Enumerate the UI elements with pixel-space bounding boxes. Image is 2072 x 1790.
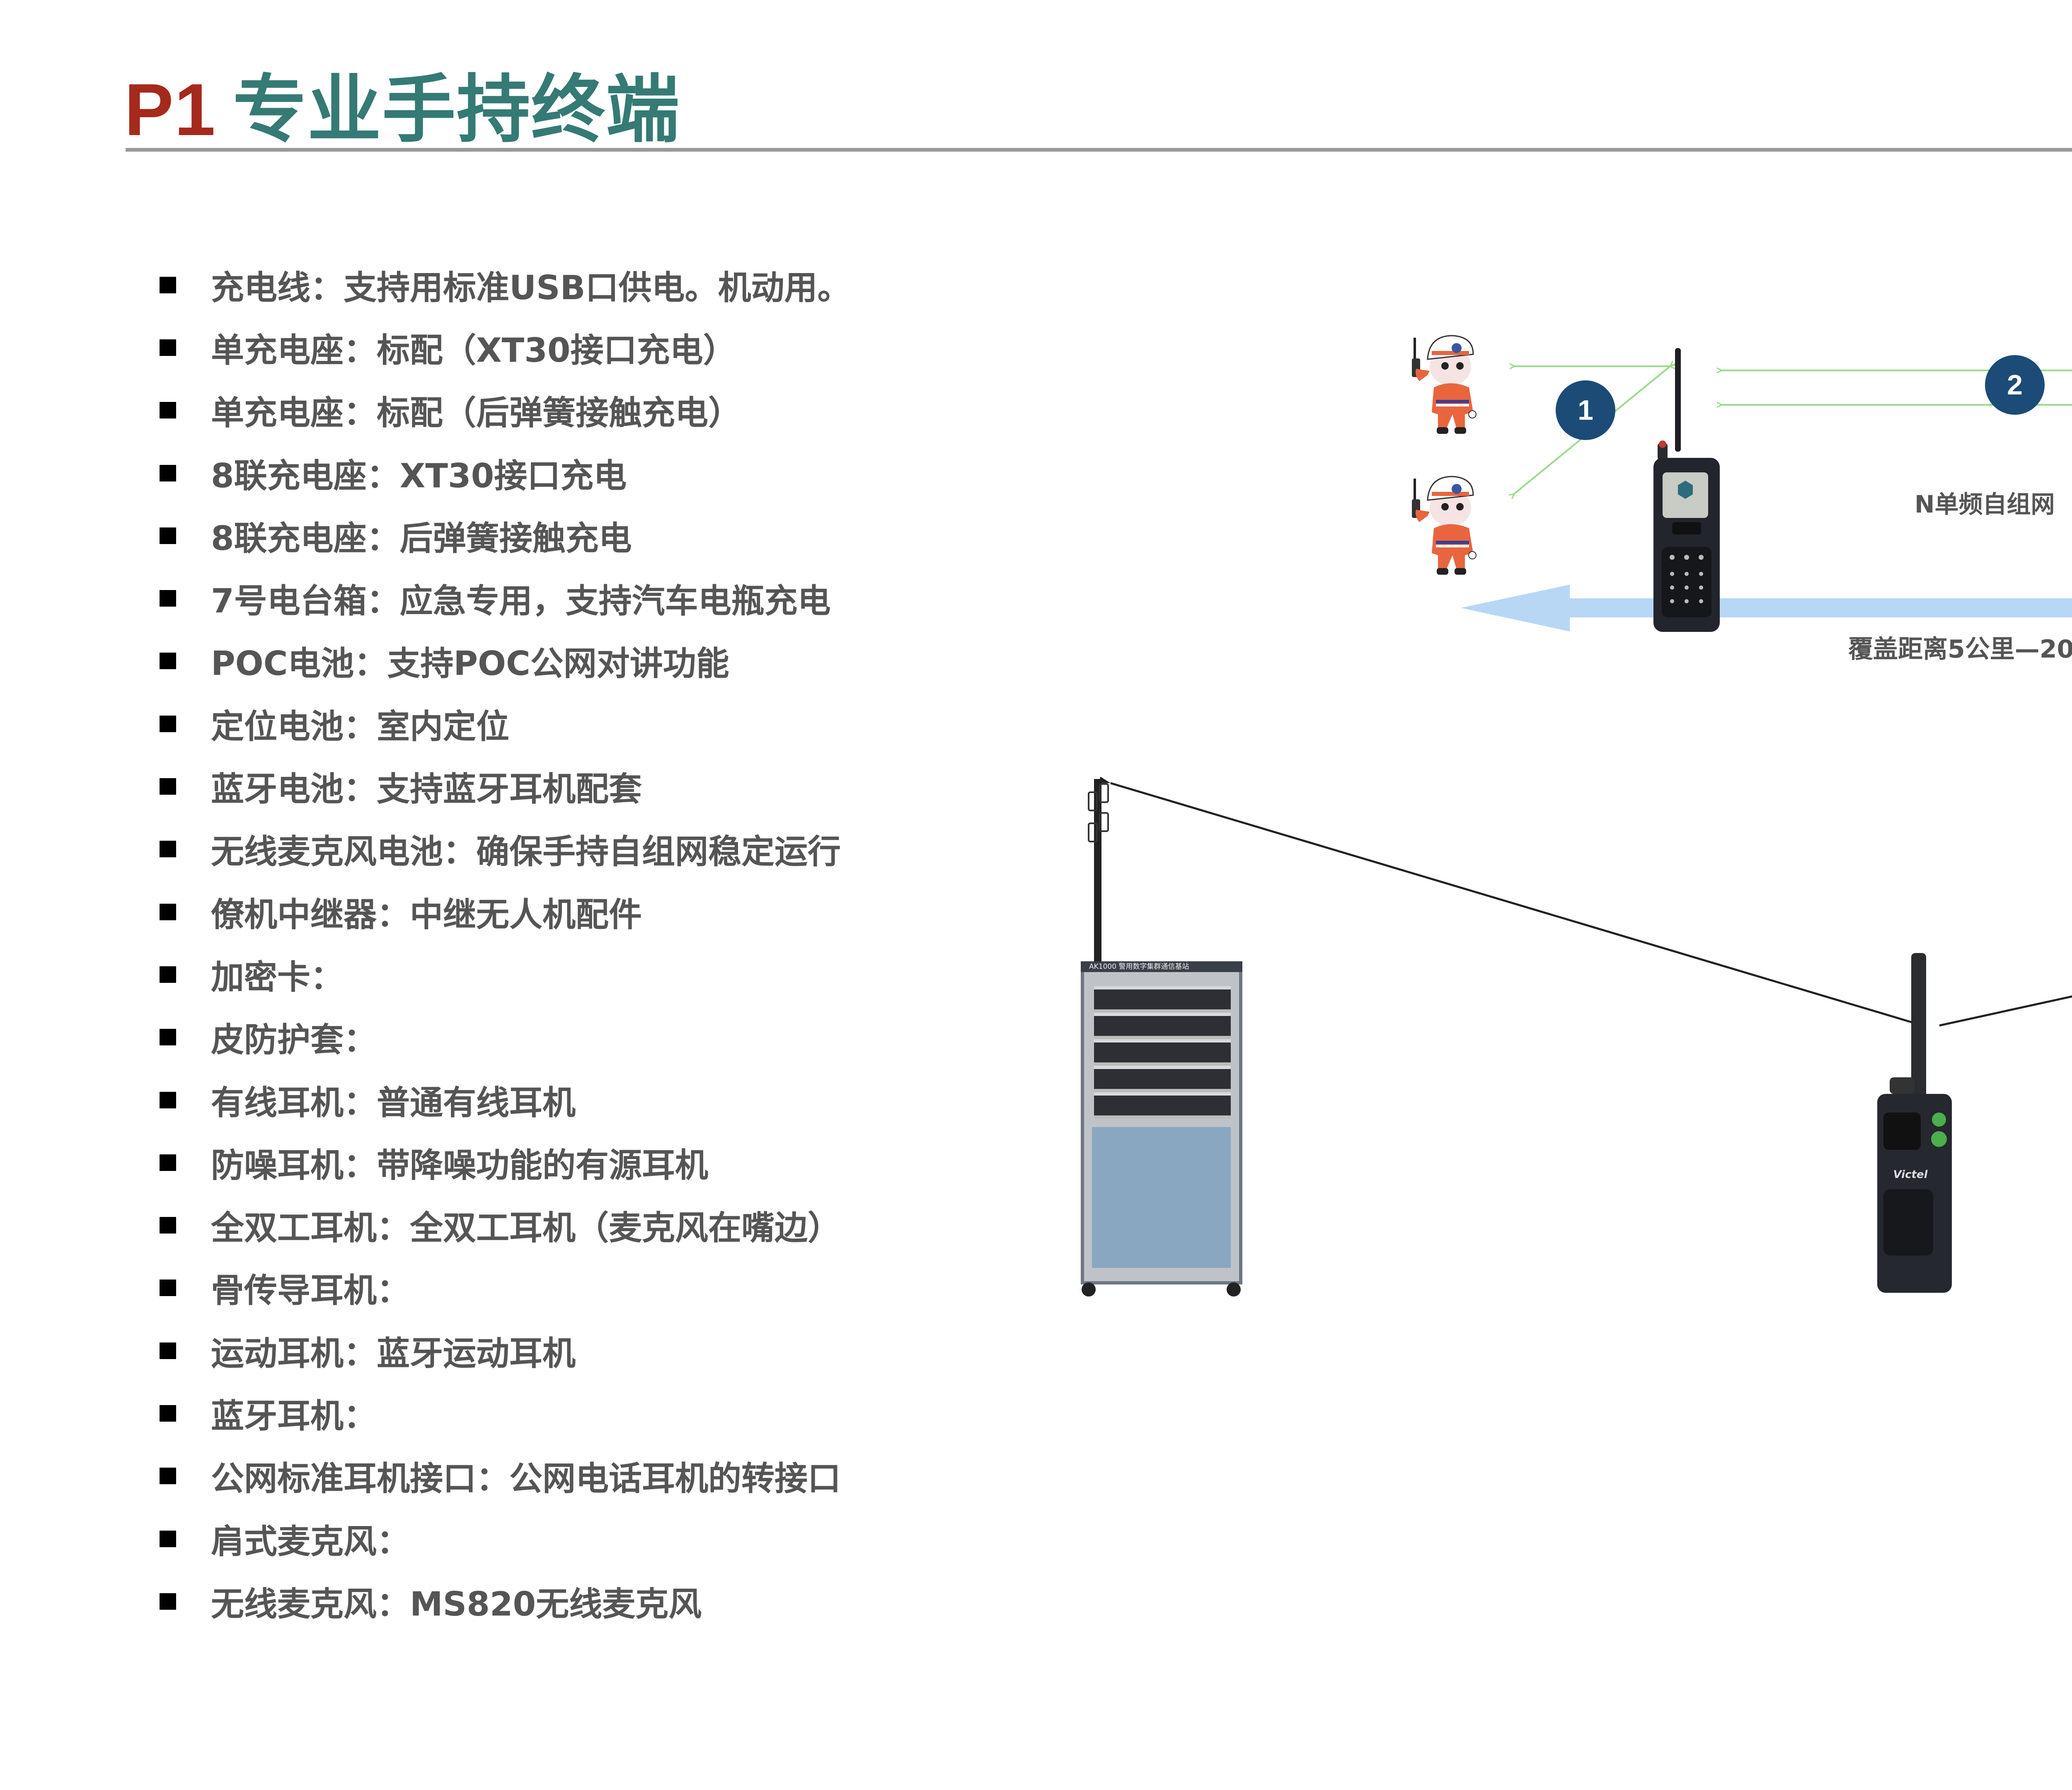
accessory-item: 无线麦克风：MS820无线麦克风 (160, 1570, 851, 1633)
accessory-item: 单充电座：标配（后弹簧接触充电） (160, 379, 851, 442)
accessory-text: 运动耳机：蓝牙运动耳机 (211, 1334, 576, 1373)
bullet-square-icon (160, 339, 176, 356)
accessory-item: 蓝牙耳机： (160, 1382, 851, 1444)
accessory-text: 骨传导耳机： (211, 1271, 410, 1310)
accessory-text: 单充电座：标配（后弹簧接触充电） (211, 394, 741, 433)
accessory-text: 充电线：支持用标准USB口供电。机动用。 (211, 268, 851, 307)
header-rule (126, 148, 2072, 152)
page-title-text: 专业手持终端 (232, 67, 680, 152)
accessory-text: 防噪耳机：带降噪功能的有源耳机 (211, 1146, 708, 1185)
handheld-radio-icon (1653, 348, 1720, 632)
rack-base-station: AK1000 警用数字集群通信基站 (1077, 779, 1251, 1301)
coverage-range-label: 覆盖距离5公里—20公里 (1848, 635, 2072, 664)
bullet-square-icon (160, 1217, 176, 1234)
accessory-item: 公网标准耳机接口：公网电话耳机的转接口 (160, 1445, 851, 1507)
step-badge-2: 2 (1985, 355, 2045, 415)
accessory-item: 全双工耳机：全双工耳机（麦克风在嘴边） (160, 1194, 851, 1256)
bullet-square-icon (160, 1530, 176, 1547)
accessory-item: POC电池：支持POC公网对讲功能 (160, 630, 851, 692)
accessory-item: 骨传导耳机： (160, 1257, 851, 1319)
accessory-item: 蓝牙电池：支持蓝牙耳机配套 (160, 755, 851, 818)
bullet-square-icon (160, 527, 176, 544)
accessory-item: 无线麦克风电池：确保手持自组网稳定运行 (160, 818, 851, 880)
accessory-item: 肩式麦克风： (160, 1507, 851, 1570)
page-number: P1 (124, 68, 216, 151)
accessory-item: 加密卡： (160, 943, 851, 1006)
accessory-text: 定位电池：室内定位 (211, 707, 509, 746)
base-station-links (1098, 776, 2072, 1027)
step-badge-1: 1 (1556, 380, 1615, 440)
accessory-text: 蓝牙耳机： (211, 1396, 377, 1435)
accessory-text: 无线麦克风：MS820无线麦克风 (211, 1584, 702, 1623)
accessory-item: 8联充电座：后弹簧接触充电 (160, 504, 851, 567)
accessory-text: 皮防护套： (211, 1021, 377, 1059)
bullet-square-icon (160, 1029, 176, 1046)
bullet-square-icon (160, 1342, 176, 1359)
bullet-square-icon (160, 715, 176, 732)
accessory-text: 有线耳机：普通有线耳机 (211, 1083, 576, 1122)
accessory-item: 充电线：支持用标准USB口供电。机动用。 (160, 254, 851, 316)
accessory-text: 僚机中继器：中继无人机配件 (211, 895, 642, 934)
rack-label: AK1000 警用数字集群通信基站 (1081, 961, 1242, 972)
bullet-square-icon (160, 903, 176, 920)
accessory-text: 单充电座：标配（XT30接口充电） (211, 331, 736, 370)
bullet-square-icon (160, 778, 176, 795)
bullet-square-icon (160, 1154, 176, 1171)
accessory-item: 单充电座：标配（XT30接口充电） (160, 316, 851, 379)
handset-brand: Victel (1893, 1168, 1928, 1181)
accessory-item: 皮防护套： (160, 1006, 851, 1069)
accessory-item: 7号电台箱：应急专用，支持汽车电瓶充电 (160, 567, 851, 629)
handset-radio: Victel (1873, 953, 1956, 1301)
bullet-square-icon (160, 1280, 176, 1297)
accessory-item: 运动耳机：蓝牙运动耳机 (160, 1319, 851, 1382)
accessory-text: 8联充电座：XT30接口充电 (211, 456, 627, 495)
bullet-square-icon (160, 590, 176, 607)
accessory-text: POC电池：支持POC公网对讲功能 (211, 644, 729, 683)
accessory-text: 公网标准耳机接口：公网电话耳机的转接口 (211, 1459, 841, 1498)
accessory-item: 8联充电座：XT30接口充电 (160, 442, 851, 504)
bullet-square-icon (160, 276, 176, 293)
firefighter-icon (1411, 335, 1477, 435)
bullet-square-icon (160, 653, 176, 670)
accessory-item: 定位电池：室内定位 (160, 692, 851, 755)
accessory-text: 7号电台箱：应急专用，支持汽车电瓶充电 (211, 582, 831, 621)
accessory-text: 无线麦克风电池：确保手持自组网稳定运行 (211, 832, 841, 871)
bullet-square-icon (160, 1405, 176, 1422)
bullet-square-icon (160, 966, 176, 983)
accessory-item: 防噪耳机：带降噪功能的有源耳机 (160, 1131, 851, 1194)
accessory-text: 蓝牙电池：支持蓝牙耳机配套 (211, 770, 642, 809)
bullet-square-icon (160, 1468, 176, 1485)
bullet-square-icon (160, 402, 176, 419)
coverage-arrow (1461, 585, 2072, 631)
bullet-square-icon (160, 1593, 176, 1610)
accessory-text: 加密卡： (211, 958, 344, 997)
accessory-text: 8联充电座：后弹簧接触充电 (211, 519, 632, 558)
accessory-item: 僚机中继器：中继无人机配件 (160, 880, 851, 943)
bullet-square-icon (160, 841, 176, 858)
accessory-text: 肩式麦克风： (211, 1522, 410, 1561)
accessory-list: 充电线：支持用标准USB口供电。机动用。单充电座：标配（XT30接口充电） 单充电… (160, 254, 851, 1633)
firefighter-icon (1411, 476, 1477, 576)
bullet-square-icon (160, 1091, 176, 1108)
accessory-item: 有线耳机：普通有线耳机 (160, 1069, 851, 1131)
accessory-text: 全双工耳机：全双工耳机（麦克风在嘴边） (211, 1209, 841, 1248)
ad-hoc-network-label: N单频自组网 (1915, 490, 2055, 518)
bullet-square-icon (160, 464, 176, 481)
